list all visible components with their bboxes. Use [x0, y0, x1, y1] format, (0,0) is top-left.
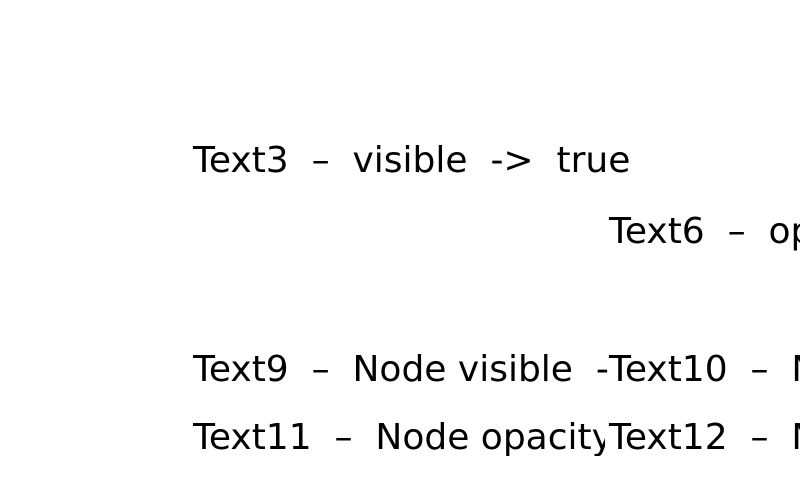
text-run-text10: Text10 – Node opacity -> 1.0	[609, 352, 800, 388]
text-run-text12: Text12 – Node visible -> false	[609, 420, 800, 456]
text-run-text6: Text6 – opacity -> 0.5	[609, 211, 800, 252]
text-run-text11: Text11 – Node opacity -> 0.5	[193, 420, 605, 456]
text-run-text3: Text3 – visible -> true	[193, 140, 631, 181]
text-run-text9: Text9 – Node visible -> true	[193, 352, 610, 388]
